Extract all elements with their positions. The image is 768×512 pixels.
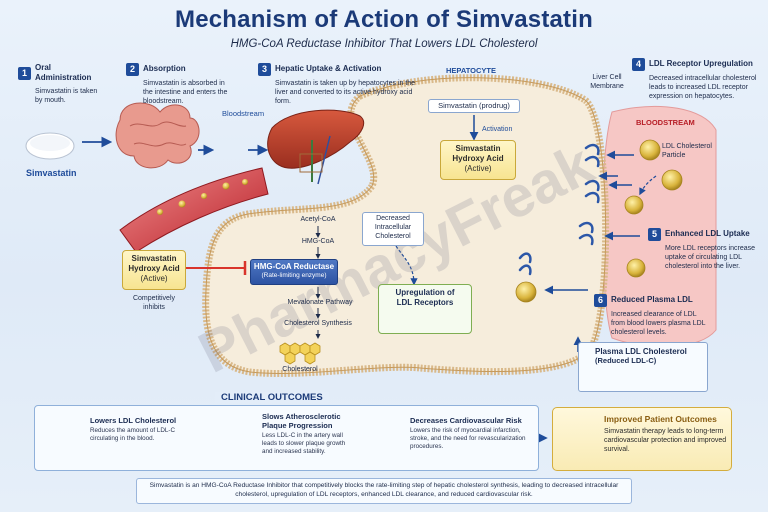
enzyme-name: HMG-CoA Reductase [253,262,335,271]
summary-text: Simvastatin is an HMG-CoA Reductase Inhi… [136,478,632,504]
inhibitor-drug-line1: Simvastatin [131,254,177,263]
improved-title: Improved Patient Outcomes [604,414,717,424]
ldl-particle-icon [515,139,683,303]
competitively-inhibits-label: Competitively inhibits [132,295,175,312]
step-number: 6 [594,294,607,307]
decreased-line3: Cholesterol [375,232,411,240]
acetyl-coa-label: Acetyl-CoA [300,216,336,223]
liver-cell-membrane-label: Liver Cell Membrane [590,74,624,91]
improved-outcomes-box [552,407,732,471]
outcome-desc: Reduces the amount of LDL-C circulating … [90,427,176,443]
outcome-title: Decreases Cardiovascular Risk [410,416,522,425]
step-desc: Simvastatin is absorbed in the intestine… [143,80,228,106]
step-title: Reduced Plasma LDL [611,295,693,305]
step-5: 5 Enhanced LDL Uptake More LDL receptors … [648,228,760,271]
plasma-line1: Plasma LDL Cholesterol [595,347,687,356]
improved-desc: Simvastatin therapy leads to long-term c… [604,428,727,454]
page-subtitle: HMG-CoA Reductase Inhibitor That Lowers … [230,38,538,50]
plasma-ldl-box: Plasma LDL Cholesterol (Reduced LDL-C) [578,342,708,392]
step-desc: Increased clearance of LDL from blood lo… [611,311,706,337]
step-title: Oral Administration [35,63,92,83]
improved-outcomes-text: Improved Patient Outcomes Simvastatin th… [604,414,728,454]
step-3: 3 Hepatic Uptake & Activation Simvastatin… [258,63,418,106]
step-2: 2 Absorption Simvastatin is absorbed in t… [126,63,236,106]
decreased-line2: Intracellular [374,223,412,231]
upregulation-box: Upregulation of LDL Receptors [378,284,472,334]
active-drug-line1: Simvastatin [455,144,501,153]
cholesterol-label: Cholesterol [282,366,318,373]
active-drug-box: Simvastatin Hydroxy Acid (Active) [440,140,516,180]
simvastatin-label: Simvastatin [26,168,77,178]
ldl-particle-line2: Particle [662,151,686,159]
pill-icon [25,132,75,160]
outcome-lowers-ldl: Lowers LDL Cholesterol Reduces the amoun… [90,416,190,443]
outcome-desc: Less LDL-C in the artery wall leads to s… [262,432,346,456]
liver-icon [267,109,365,185]
prodrug-box: Simvastatin (prodrug) [428,99,520,113]
upregulation-line2: LDL Receptors [396,298,454,307]
outcome-desc: Lowers the risk of myocardial infarction… [410,427,526,451]
step-number: 4 [632,58,645,71]
step-desc: Decreased intracellular cholesterol lead… [649,75,757,101]
step-1: 1 Oral Administration Simvastatin is take… [18,63,100,105]
step-title: Enhanced LDL Uptake [665,229,750,239]
step-title: Absorption [143,64,186,74]
clinical-outcomes-panel [34,405,539,471]
enzyme-note: (Rate-limiting enzyme) [261,271,327,279]
activation-label: Activation [482,126,513,133]
inhibitor-drug-line2: Hydroxy Acid [128,264,180,273]
cholesterol-synthesis-label: Cholesterol Synthesis [284,320,352,327]
inhibitor-drug-box: Simvastatin Hydroxy Acid (Active) [122,250,186,290]
step-desc: Simvastatin is taken up by hepatocytes i… [275,80,416,106]
cholesterol-molecule-icon [279,342,321,365]
inhibitor-drug-line3: (Active) [140,274,168,283]
step-number: 3 [258,63,271,76]
hmg-coa-label: HMG-CoA [301,238,335,245]
step-desc: Simvastatin is taken by mouth. [35,87,98,104]
outcome-cv-risk: Decreases Cardiovascular Risk Lowers the… [410,416,528,452]
step-title: LDL Receptor Upregulation [649,59,753,69]
active-drug-line2: Hydroxy Acid [452,154,504,163]
plasma-line2: (Reduced LDL-C) [595,356,657,365]
outcome-title: Lowers LDL Cholesterol [90,416,177,425]
step-desc: More LDL receptors increase uptake of ci… [665,245,756,271]
step-title: Hepatic Uptake & Activation [275,64,382,74]
prodrug-label: Simvastatin (prodrug) [438,101,510,110]
outcome-title: Slows Atherosclerotic Plaque Progression [262,412,341,430]
step-number: 1 [18,66,31,80]
bloodstream-left-label: Bloodstream [222,109,265,118]
decreased-cholesterol-box: Decreased Intracellular Cholesterol [362,212,424,246]
outcome-plaque: Slows Atherosclerotic Plaque Progression… [262,412,354,457]
step-6: 6 Reduced Plasma LDL Increased clearance … [594,294,710,337]
bloodstream-right-label: BLOODSTREAM [636,118,695,127]
hmg-coa-reductase-box: HMG-CoA Reductase (Rate-limiting enzyme) [250,259,338,285]
hepatocyte-label: HEPATOCYTE [446,66,497,75]
blood-vessel-icon [119,167,269,253]
clinical-outcomes-title: CLINICAL OUTCOMES [215,392,329,403]
mevalonate-label: Mevalonate Pathway [287,299,353,306]
step-number: 2 [126,63,139,76]
active-drug-line3: (Active) [464,164,492,173]
intestine-icon [115,102,200,169]
decreased-line1: Decreased [376,215,410,222]
step-number: 5 [648,228,661,241]
page-title: Mechanism of Action of Simvastatin [175,6,593,33]
ldl-particle-line1: LDL Cholesterol [662,143,712,150]
step-4: 4 LDL Receptor Upregulation Decreased int… [632,58,758,101]
upregulation-line1: Upregulation of [395,288,455,297]
ldl-particle-label: LDL Cholesterol Particle [662,143,722,161]
